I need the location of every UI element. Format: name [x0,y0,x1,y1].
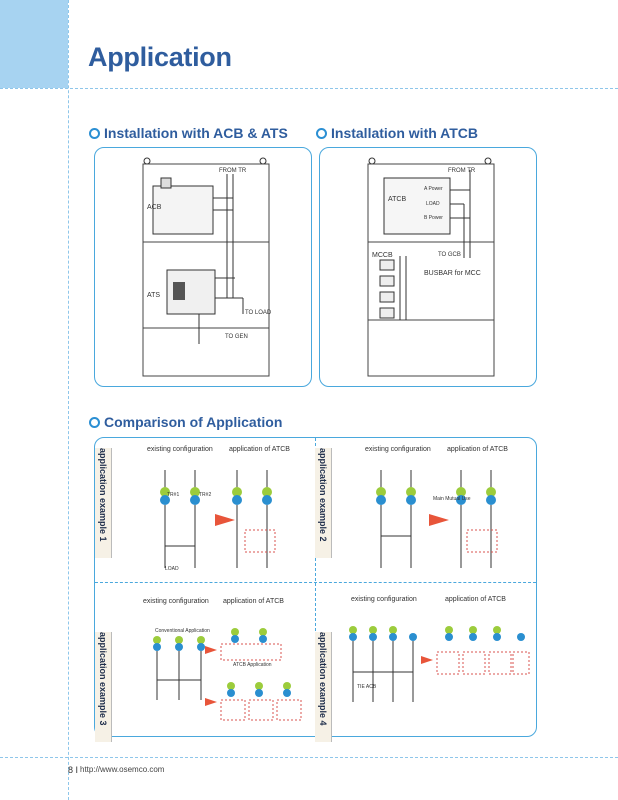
margin-guide-vertical [68,0,69,800]
page-title: Application [88,42,232,72]
ex4-tie-acb: TIE ACB [357,684,377,690]
label-mccb: MCCB [372,252,393,259]
label-acb: ACB [147,204,162,211]
page-number-value: 8 [68,765,74,775]
margin-guide-top [0,88,618,89]
ex3-application: application of ATCB [223,598,284,605]
label-from-tr: FROM TR [219,168,247,174]
label-to-gen: TO GEN [225,334,248,340]
ex2-mutual: Main Mutual Use [433,496,471,502]
label-from-tr: FROM TR [448,168,476,174]
header-color-block [0,0,68,88]
ex4-application: application of ATCB [445,596,506,603]
acb-ats-drawing [142,157,270,377]
ex2-application: application of ATCB [447,446,508,453]
bullet-icon [316,127,327,139]
section-heading-acb-ats: Installation with ACB & ATS [89,125,288,141]
label-to-load: TO LOAD [245,310,272,316]
label-b-power: B Power [424,215,443,221]
divider-horizontal [95,582,536,583]
example-1-label: application example 1 [98,448,108,542]
page-number-separator: I [75,765,79,775]
label-atcb: ATCB [388,196,407,203]
section-heading-atcb: Installation with ATCB [316,125,478,141]
ex4-diagram [349,626,530,702]
ex3-diagram [153,628,302,721]
panel-acb-ats: FROM TR ACB ATS TO LOAD TO GEN [94,147,312,387]
bullet-icon [89,416,100,428]
section-heading-comparison: Comparison of Application [89,414,282,430]
panel-atcb: FROM TR ATCB A Power LOAD B Power TO GCB… [319,147,537,387]
section-heading-atcb-text: Installation with ATCB [331,125,478,141]
ex3-existing: existing configuration [143,598,209,605]
footer-url-link[interactable]: http://www.osemco.com [80,765,165,774]
ex1-existing: existing configuration [147,446,213,453]
ex1-application: application of ATCB [229,446,290,453]
label-load: LOAD [426,201,440,207]
label-to-gcb: TO GCB [438,252,461,258]
label-ats: ATS [147,292,161,299]
ex1-load: LOAD [165,566,179,572]
ex3-conventional: Conventional Application [155,628,210,634]
divider-vertical [315,438,316,736]
bullet-icon [89,127,100,139]
comparison-panel: application example 1 existing configura… [94,437,537,742]
ex3-atcb-application: ATCB Application [233,662,272,668]
ex4-existing: existing configuration [351,596,417,603]
section-heading-acb-ats-text: Installation with ACB & ATS [104,125,288,141]
example-3-label: application example 3 [98,632,108,726]
example-4-label: application example 4 [318,632,328,726]
ex1-tr2: TR#2 [199,492,212,498]
example-2-label-box: application example 2 [315,448,332,558]
ex2-existing: existing configuration [365,446,431,453]
atcb-drawing [367,157,495,377]
ex2-diagram [376,470,498,568]
label-busbar: BUSBAR for MCC [424,270,481,277]
margin-guide-bottom [0,757,618,758]
example-3-label-box: application example 3 [95,632,112,742]
ex1-diagram [160,470,276,568]
page-number: 8 I [68,765,78,775]
example-4-label-box: application example 4 [315,632,332,742]
section-heading-comparison-text: Comparison of Application [104,414,283,430]
example-1-label-box: application example 1 [95,448,112,558]
example-2-label: application example 2 [318,448,328,542]
ex1-tr1: TR#1 [167,492,180,498]
label-a-power: A Power [424,186,443,192]
